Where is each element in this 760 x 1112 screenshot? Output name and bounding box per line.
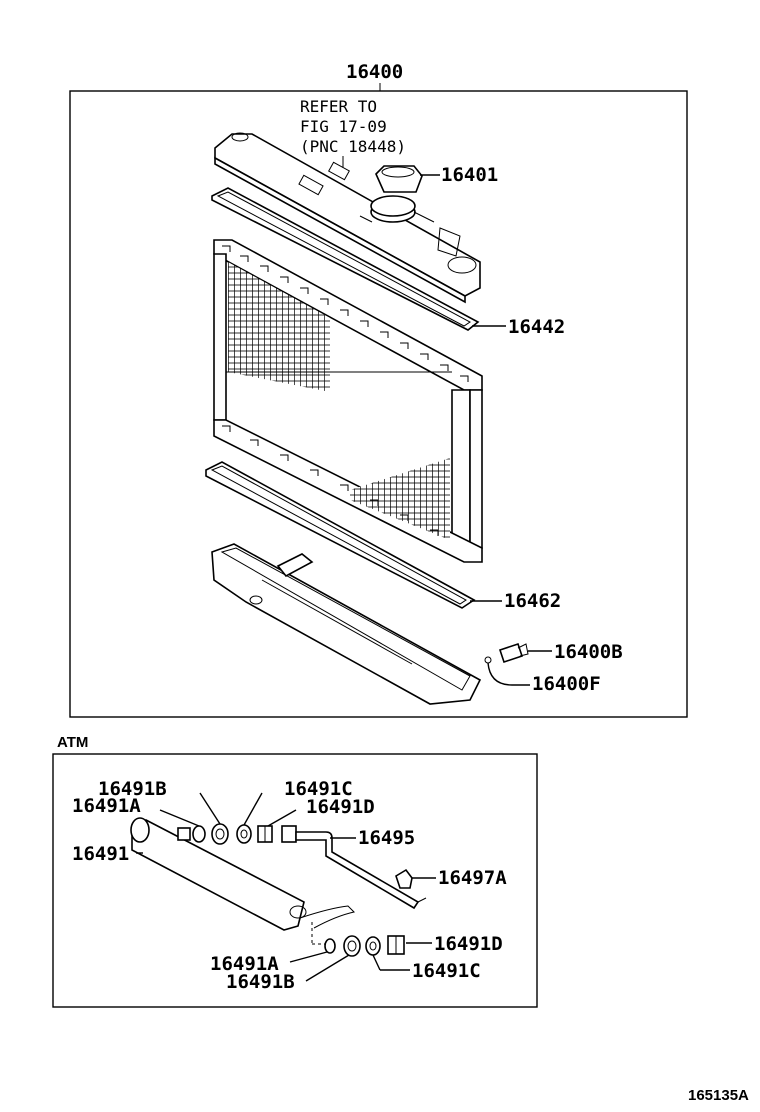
label-16491[interactable]: 16491 [72, 843, 129, 865]
label-16491A-bot[interactable]: 16491A [210, 953, 279, 975]
refer-note-line2: FIG 17-09 [300, 117, 387, 136]
drain-cock[interactable] [498, 642, 529, 664]
label-16491C-top[interactable]: 16491C [284, 778, 353, 800]
cooler-pipe[interactable] [281, 825, 427, 910]
upper-tank [214, 132, 481, 304]
label-16491B-top[interactable]: 16491B [98, 778, 167, 800]
radiator-core [213, 239, 483, 563]
filler-neck [359, 195, 435, 223]
label-16495[interactable]: 16495 [358, 827, 415, 849]
bottom-fittings[interactable] [324, 935, 405, 957]
lower-tank [211, 543, 482, 705]
label-16401[interactable]: 16401 [441, 164, 498, 186]
refer-note-line1: REFER TO [300, 97, 377, 116]
atm-frame [52, 753, 538, 1008]
refer-note-line3: (PNC 18448) [300, 137, 406, 156]
main-assembly-frame [69, 90, 688, 718]
label-16400B[interactable]: 16400B [554, 641, 623, 663]
figure-id: 165135A [688, 1087, 749, 1104]
drain-plug[interactable] [484, 656, 530, 686]
oil-cooler[interactable] [130, 817, 355, 931]
radiator-cap[interactable] [375, 165, 423, 193]
label-16491B-bot[interactable]: 16491B [226, 971, 295, 993]
label-16442[interactable]: 16442 [508, 316, 565, 338]
pipe-clamp[interactable] [395, 868, 413, 889]
label-16462[interactable]: 16462 [504, 590, 561, 612]
atm-title: ATM [57, 734, 88, 751]
label-16400[interactable]: 16400 [346, 61, 403, 83]
lower-gasket[interactable] [205, 461, 476, 609]
label-16497A[interactable]: 16497A [438, 867, 507, 889]
label-16491D-bot[interactable]: 16491D [434, 933, 503, 955]
top-fittings[interactable] [177, 823, 273, 845]
label-16491A-top[interactable]: 16491A [72, 795, 141, 817]
label-16491D-top[interactable]: 16491D [306, 796, 375, 818]
label-16491C-bot[interactable]: 16491C [412, 960, 481, 982]
label-16400F[interactable]: 16400F [532, 673, 601, 695]
